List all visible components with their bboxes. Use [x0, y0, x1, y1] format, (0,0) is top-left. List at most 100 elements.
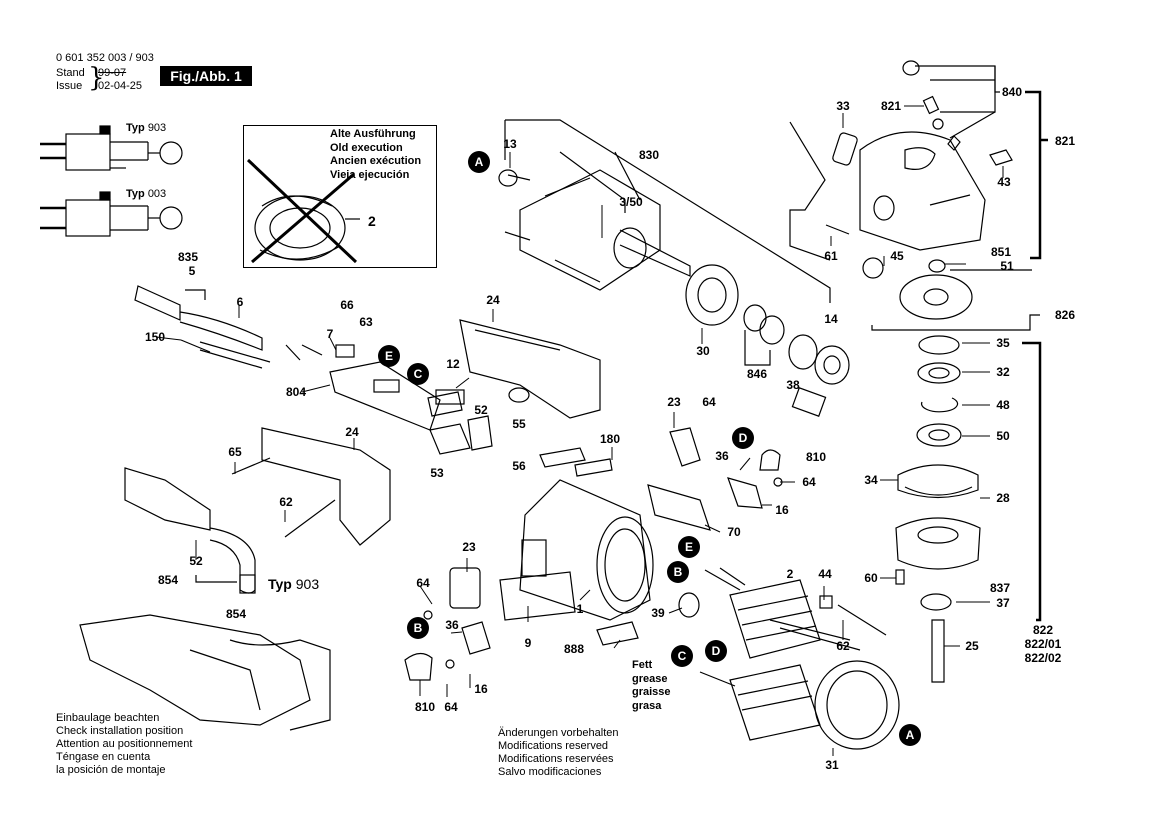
- old-version-box: [243, 125, 437, 268]
- part-label-43: 43: [997, 175, 1011, 189]
- part-label-14: 14: [824, 312, 838, 326]
- part-label-24-lower: 24: [345, 425, 359, 439]
- installation-note: Einbaulage beachten Check installation p…: [56, 712, 193, 776]
- part-label-34: 34: [864, 473, 878, 487]
- part-label-30: 30: [696, 344, 710, 358]
- part-label-16-lower: 16: [474, 682, 488, 696]
- spindle-stack: [895, 335, 981, 683]
- part-label-837: 837: [990, 581, 1010, 595]
- callout-b2: B: [674, 565, 683, 579]
- modifications-note: Änderungen vorbehalten Modifications res…: [498, 727, 619, 778]
- old-version-part-number: 2: [368, 213, 376, 229]
- part-label-51: 51: [1000, 259, 1014, 273]
- part-label-804: 804: [286, 385, 306, 399]
- part-label-822-02: 822/02: [1025, 651, 1062, 665]
- part-label-31: 31: [825, 758, 839, 772]
- issue-label: Issue: [56, 80, 83, 92]
- callout-circle-d1: [732, 427, 754, 449]
- part-label-56: 56: [512, 459, 526, 473]
- part-label-65: 65: [228, 445, 242, 459]
- part-label-38: 38: [786, 378, 800, 392]
- part-label-25: 25: [965, 639, 979, 653]
- callout-circle-a2: [899, 724, 921, 746]
- callout-circle-c1: [407, 363, 429, 385]
- part-label-830: 830: [639, 148, 659, 162]
- part-label-66: 66: [340, 298, 354, 312]
- field-coil: [678, 567, 887, 659]
- rear-handle-upper: [459, 319, 601, 419]
- part-label-822: 822: [1033, 623, 1053, 637]
- callout-c1: C: [414, 367, 423, 381]
- grease-note: Fett grease graisse grasa: [632, 659, 671, 712]
- gear-head-housing: [825, 60, 1013, 320]
- part-label-9: 9: [525, 636, 532, 650]
- part-label-44: 44: [818, 567, 832, 581]
- callout-d1: D: [739, 431, 748, 445]
- part-label-62-handle: 62: [279, 495, 293, 509]
- rear-handle-lower: [231, 427, 391, 546]
- installation-view-drawing: [79, 614, 331, 731]
- callout-circle-e2: [678, 536, 700, 558]
- circuit-diagram-003: [40, 191, 183, 237]
- bracket-lines: [185, 65, 1040, 583]
- callout-e1: E: [385, 349, 393, 363]
- part-label-12: 12: [446, 357, 460, 371]
- callout-a1: A: [475, 155, 484, 169]
- part-label-846: 846: [747, 367, 767, 381]
- callout-markers: [378, 151, 921, 746]
- switch-assembly: [285, 344, 493, 455]
- brush-holder-lower: [404, 567, 491, 681]
- bearing-group-right: [685, 264, 850, 417]
- part-label-851: 851: [991, 245, 1011, 259]
- part-label-70: 70: [727, 525, 741, 539]
- circuit-diagram-903: [40, 125, 183, 171]
- part-label-33: 33: [836, 99, 850, 113]
- figure-label: Fig./Abb. 1: [160, 66, 252, 86]
- part-label-826: 826: [1055, 308, 1075, 322]
- part-label-810-upper: 810: [806, 450, 826, 464]
- part-label-854-view: 854: [226, 607, 246, 621]
- callout-circle-b1: [407, 617, 429, 639]
- part-label-3-50: 3/50: [619, 195, 643, 209]
- part-label-37: 37: [996, 596, 1010, 610]
- part-label-61: 61: [824, 249, 838, 263]
- part-label-32: 32: [996, 365, 1010, 379]
- callout-e2: E: [685, 540, 693, 554]
- callout-circle-d2: [705, 640, 727, 662]
- part-label-821-upper: 821: [881, 99, 901, 113]
- circuit-typ-903-label: Typ 903: [126, 122, 167, 134]
- callout-c2: C: [678, 649, 687, 663]
- old-field-coil-drawing: [246, 158, 360, 264]
- brace-icon: }: [88, 63, 105, 93]
- part-label-810-lower: 810: [415, 700, 435, 714]
- part-label-64-brush: 64: [802, 475, 816, 489]
- part-label-840: 840: [1002, 85, 1022, 99]
- armature-drawing: [498, 169, 691, 291]
- callout-d2: D: [712, 644, 721, 658]
- part-label-6: 6: [237, 295, 244, 309]
- part-label-64-upper: 64: [702, 395, 716, 409]
- labels-plates: [499, 447, 711, 646]
- typ-903-cable-switch: [124, 467, 256, 594]
- part-label-854-cable: 854: [158, 573, 178, 587]
- old-version-label: Alte Ausführung Old execution Ancien exé…: [330, 128, 422, 181]
- part-label-52-switch: 52: [474, 403, 488, 417]
- part-label-23-upper: 23: [667, 395, 681, 409]
- part-label-180: 180: [600, 432, 620, 446]
- part-label-1: 1: [577, 602, 584, 616]
- part-label-48: 48: [996, 398, 1010, 412]
- part-label-39: 39: [651, 606, 665, 620]
- part-label-16-upper: 16: [775, 503, 789, 517]
- part-label-45: 45: [890, 249, 904, 263]
- stand-label: Stand: [56, 67, 85, 79]
- part-label-150: 150: [145, 330, 165, 344]
- callout-a2: A: [906, 728, 915, 742]
- issue-date: 02-04-25: [98, 80, 143, 92]
- motor-housing: [519, 479, 654, 621]
- part-label-55: 55: [512, 417, 526, 431]
- old-date: 99-07: [98, 67, 127, 79]
- part-label-7: 7: [327, 327, 334, 341]
- part-number: 0 601 352 003 / 903: [56, 52, 154, 64]
